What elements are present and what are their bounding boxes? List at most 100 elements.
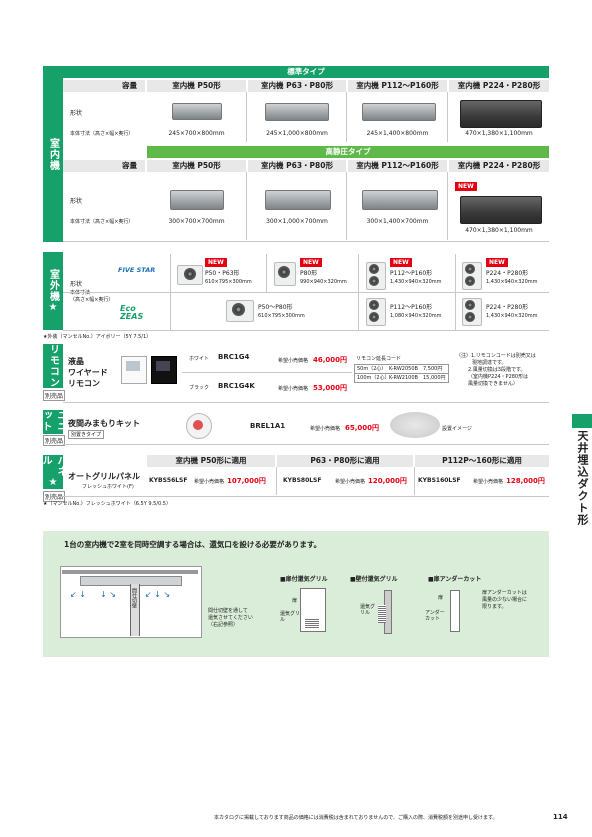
panel-price-label-2: 希望小売価格 [473, 479, 504, 485]
capacity-header: 容量 [63, 80, 145, 92]
fs-1-dim: 990×940×320mm [300, 279, 347, 285]
col-p63-header-2: 室内機 P63・P80形 [248, 160, 346, 172]
std-dim-p63: 245×1,000×800mm [266, 130, 328, 137]
std-dim-p50: 245×700×800mm [168, 130, 225, 137]
undercut-label: アンダーカット [425, 610, 445, 622]
unit-price: 65,000円 [345, 424, 380, 432]
col-p224-header: 室内機 P224・P280形 [449, 80, 549, 92]
white-price: 46,000円 [313, 356, 348, 364]
remote-name-2: ワイヤード [68, 368, 108, 377]
panel-price-label-1: 希望小売価格 [335, 479, 366, 485]
indoor-section-label: 室内機 [43, 66, 63, 242]
panel-price-2: 128,000円 [506, 477, 545, 485]
panel-model-1: KYBS80LSF [283, 477, 322, 484]
ext-cord-table: 50m（2心） K-RW2050B 7,500円 100m（2心） K-RW21… [354, 364, 449, 383]
footer-text: 本カタログに掲載しております商品の価格には消費税は含まれておりませんので、ご購入… [214, 815, 498, 821]
eco-zeas-logo: Eco ZEAS [120, 304, 144, 321]
indoor-unit-p63-image [265, 103, 329, 121]
capacity-header-2: 容量 [63, 160, 145, 172]
black-model: BRC1G4K [218, 382, 255, 390]
col-p50-header-2: 室内機 P50形 [147, 160, 246, 172]
panel-model-2: KYBS160LSF [418, 477, 461, 484]
install-label: 設置イメージ [442, 426, 472, 432]
outdoor-dim-label-2: （高さ×幅×奥行） [70, 297, 114, 303]
remote-section-label: リモコン [43, 344, 63, 388]
legend-wall-grille: ■壁付還気グリル [350, 576, 398, 583]
ez-2-dim: 1,430×940×320mm [486, 313, 538, 319]
hs-unit-p224-image [460, 196, 542, 224]
col-p112-header: 室内機 P112〜P160形 [348, 80, 447, 92]
undercut-note: 扉アンダーカットは 風量の少ない場合に 限ります。 [482, 590, 528, 610]
legend-undercut: ■扉アンダーカット [428, 576, 482, 583]
grille-label-2: 還気グリル [360, 604, 376, 616]
ez-1-name: P112〜P160形 [390, 304, 433, 311]
standard-type-header: 標準タイプ [63, 66, 549, 78]
col-p50-header: 室内機 P50形 [147, 80, 246, 92]
ext-cord-title: リモコン延長コード [356, 356, 402, 362]
hs-dim-p63: 300×1,000×700mm [266, 218, 328, 225]
std-dim-p112: 245×1,400×800mm [366, 130, 429, 137]
diagram-caption: 間仕切壁を通して 還気させてください （右記参照） [208, 608, 253, 628]
col-p63-header: 室内機 P63・P80形 [248, 80, 346, 92]
hs-unit-p112-image [362, 190, 438, 210]
fs-2-dim: 1,430×940×320mm [390, 279, 442, 285]
remote-sold-separately: 別売品 [43, 390, 65, 401]
ez-0-name: P50〜P80形 [258, 304, 293, 311]
panel-header-0: 室内機 P50形に適用 [147, 455, 275, 467]
hs-dim-p224: 470×1,380×1,100mm [465, 227, 533, 234]
ez-2-name: P224・P280形 [486, 304, 529, 311]
shape-label: 形状 [70, 110, 83, 117]
shape-label-2: 形状 [70, 198, 83, 205]
fs-3-name: P224・P280形 [486, 270, 529, 277]
outdoor-shape-label: 形状 [70, 281, 83, 288]
fs-3-dim: 1,430×940×320mm [486, 279, 538, 285]
new-badge-fs-3: NEW [486, 258, 508, 267]
indoor-unit-p224-image [460, 100, 542, 128]
remote-name-1: 液晶 [68, 357, 84, 366]
black-price: 53,000円 [313, 384, 348, 392]
col-p112-header-2: 室内機 P112〜P160形 [348, 160, 447, 172]
door-label-1: 扉 [292, 598, 298, 604]
fs-2-name: P112〜P160形 [390, 270, 433, 277]
fs-1-name: P80形 [300, 270, 318, 277]
new-badge-fs-2: NEW [390, 258, 412, 267]
hs-unit-p63-image [265, 190, 331, 210]
remote-notes: （注）1.リモコンコードは別売又は 現地調達です。 2.風量切換は3段階です。 … [456, 353, 536, 387]
unit-model: BREL1A1 [250, 422, 286, 430]
unit-price-label: 希望小売価格 [310, 426, 341, 432]
hs-dim-p112: 300×1,400×700mm [366, 218, 429, 225]
new-badge-fs-1: NEW [300, 258, 322, 267]
panel-header-1: P63・P80形に適用 [277, 455, 413, 467]
panel-price-0: 107,000円 [227, 477, 266, 485]
outdoor-section-label: 室外機★ [43, 252, 63, 330]
remote-name-3: リモコン [68, 379, 100, 388]
hs-unit-p50-image [170, 190, 224, 210]
black-price-label: 希望小売価格 [278, 386, 309, 392]
legend-door-grille: ■扉付還気グリル [280, 576, 328, 583]
hs-dim-p50: 300×700×700mm [168, 218, 225, 225]
panel-header-2: P112P〜160形に適用 [415, 455, 549, 467]
outdoor-dim-label-1: 本体寸法 [70, 290, 91, 296]
fs-0-name: P50・P63形 [205, 270, 240, 277]
new-badge-fs-0: NEW [205, 258, 227, 267]
ext-row-0: 50m（2心） K-RW2050B 7,500円 [355, 365, 448, 374]
panel-name: オートグリルパネル [68, 472, 140, 481]
panel-footnote: ★（マンセルNo.）フレッシュホワイト（6.5Y 9.5/0.5） [43, 501, 171, 507]
install-image [390, 412, 440, 438]
side-tab-bar [572, 414, 592, 428]
dimension-label: 本体寸法（高さ×幅×奥行） [70, 131, 134, 137]
ext-row-1: 100m（2心） K-RW2100B 15,000円 [357, 375, 446, 381]
high-static-header: 高静圧タイプ [147, 146, 549, 158]
partition-label: 間仕切壁 [131, 588, 137, 608]
fs-0-dim: 610×795×300mm [205, 279, 252, 285]
indoor-unit-p112-image [362, 103, 436, 121]
five-star-logo: FIVE STAR [118, 266, 156, 274]
panel-price-label-0: 希望小売価格 [194, 479, 225, 485]
white-price-label: 希望小売価格 [278, 358, 309, 364]
side-title: 天井埋込ダクト形 [576, 430, 589, 526]
note-title: 1台の室内機で2室を同時空調する場合は、還気口を設ける必要があります。 [64, 540, 322, 549]
white-model: BRC1G4 [218, 353, 250, 361]
std-dim-p224: 470×1,380×1,100mm [465, 130, 533, 137]
outdoor-footnote: ★外装（マンセルNo.）アイボリー（5Y 7.5/1） [43, 334, 152, 340]
unit-sub: 別置きタイプ [68, 430, 105, 439]
